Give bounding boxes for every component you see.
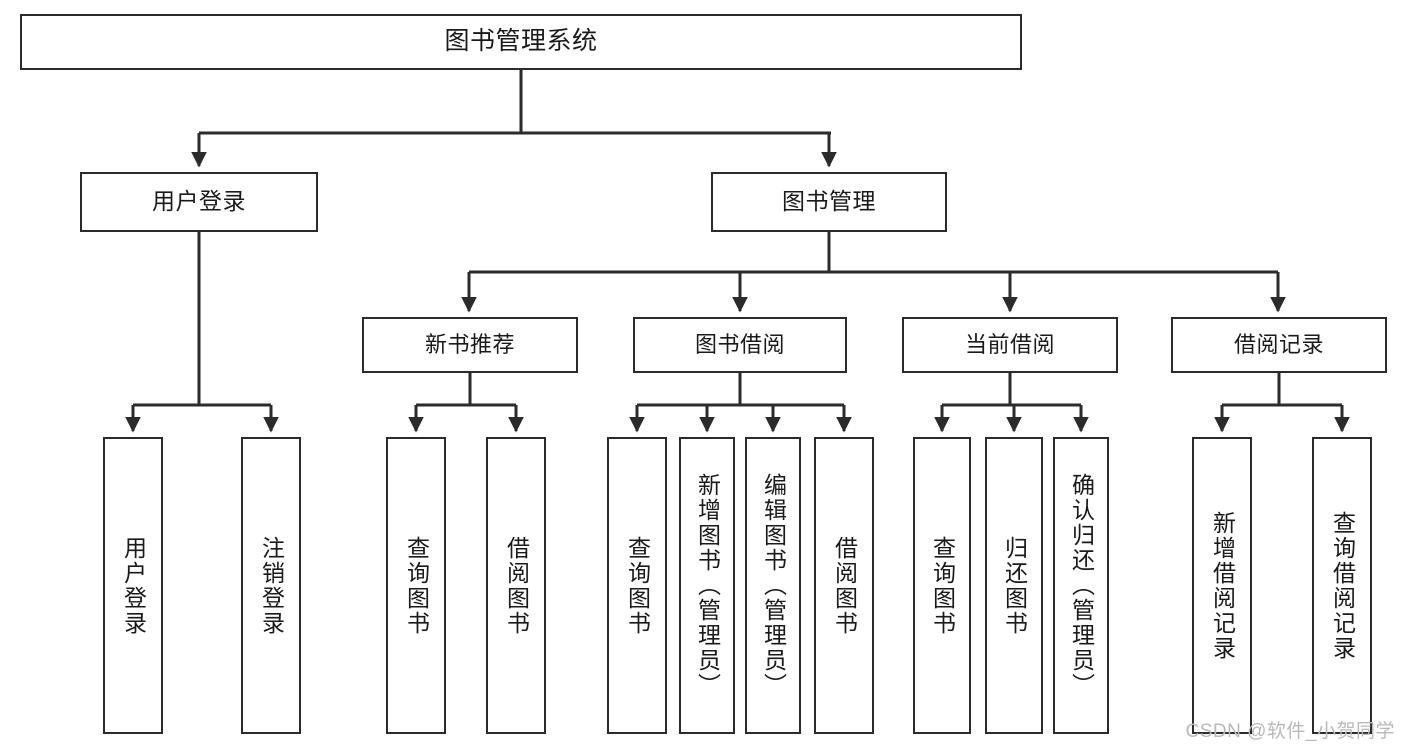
node-label: 图书借阅 xyxy=(694,332,785,358)
node-label: 图书管理 xyxy=(782,188,876,215)
node-label: 用户登录 xyxy=(152,188,246,215)
node-label: 借阅记录 xyxy=(1233,332,1324,358)
node-label: 确认归还（管理员） xyxy=(1068,473,1095,698)
node-label: 新增图书（管理员） xyxy=(694,473,721,698)
node-lf-add-book-admin[interactable]: 新增图书（管理员） xyxy=(679,437,735,734)
node-lf-user-login[interactable]: 用户登录 xyxy=(103,437,163,734)
node-lf-return-book[interactable]: 归还图书 xyxy=(985,437,1043,734)
node-label: 当前借阅 xyxy=(964,332,1055,358)
node-lf-query-book-2[interactable]: 查询图书 xyxy=(607,437,667,734)
node-lf-query-book-1[interactable]: 查询图书 xyxy=(386,437,446,734)
node-lf-user-logout[interactable]: 注销登录 xyxy=(241,437,301,734)
node-lf-query-book-3[interactable]: 查询图书 xyxy=(913,437,971,734)
node-t2-book-borrow[interactable]: 图书借阅 xyxy=(633,317,847,373)
node-label: 查询图书 xyxy=(929,535,956,636)
node-label: 归还图书 xyxy=(1001,535,1028,636)
node-lf-borrow-book-1[interactable]: 借阅图书 xyxy=(486,437,546,734)
node-t1-user-login[interactable]: 用户登录 xyxy=(80,172,318,232)
node-label: 注销登录 xyxy=(258,535,285,636)
node-label: 查询图书 xyxy=(403,535,430,636)
node-lf-edit-book-admin[interactable]: 编辑图书（管理员） xyxy=(745,437,801,734)
node-label: 借阅图书 xyxy=(831,535,858,636)
node-lf-borrow-book-2[interactable]: 借阅图书 xyxy=(814,437,874,734)
csdn-watermark: CSDN @软件_小贺同学 xyxy=(1185,721,1395,742)
node-t2-borrow-record[interactable]: 借阅记录 xyxy=(1171,317,1387,373)
node-label: 新增借阅记录 xyxy=(1209,510,1236,661)
node-root[interactable]: 图书管理系统 xyxy=(20,14,1022,70)
node-label: 新书推荐 xyxy=(424,332,515,358)
node-lf-query-borrow-record[interactable]: 查询借阅记录 xyxy=(1312,437,1372,734)
node-t1-book-manage[interactable]: 图书管理 xyxy=(711,172,947,232)
node-label: 用户登录 xyxy=(120,535,147,636)
node-lf-add-borrow-record[interactable]: 新增借阅记录 xyxy=(1192,437,1252,734)
node-label: 图书管理系统 xyxy=(444,27,598,56)
node-lf-confirm-return-admin[interactable]: 确认归还（管理员） xyxy=(1053,437,1109,734)
node-t2-current-borrow[interactable]: 当前借阅 xyxy=(902,317,1118,373)
node-t2-new-book-rec[interactable]: 新书推荐 xyxy=(362,317,578,373)
node-label: 查询借阅记录 xyxy=(1329,510,1356,661)
node-label: 借阅图书 xyxy=(503,535,530,636)
node-label: 编辑图书（管理员） xyxy=(760,473,787,698)
node-label: 查询图书 xyxy=(624,535,651,636)
